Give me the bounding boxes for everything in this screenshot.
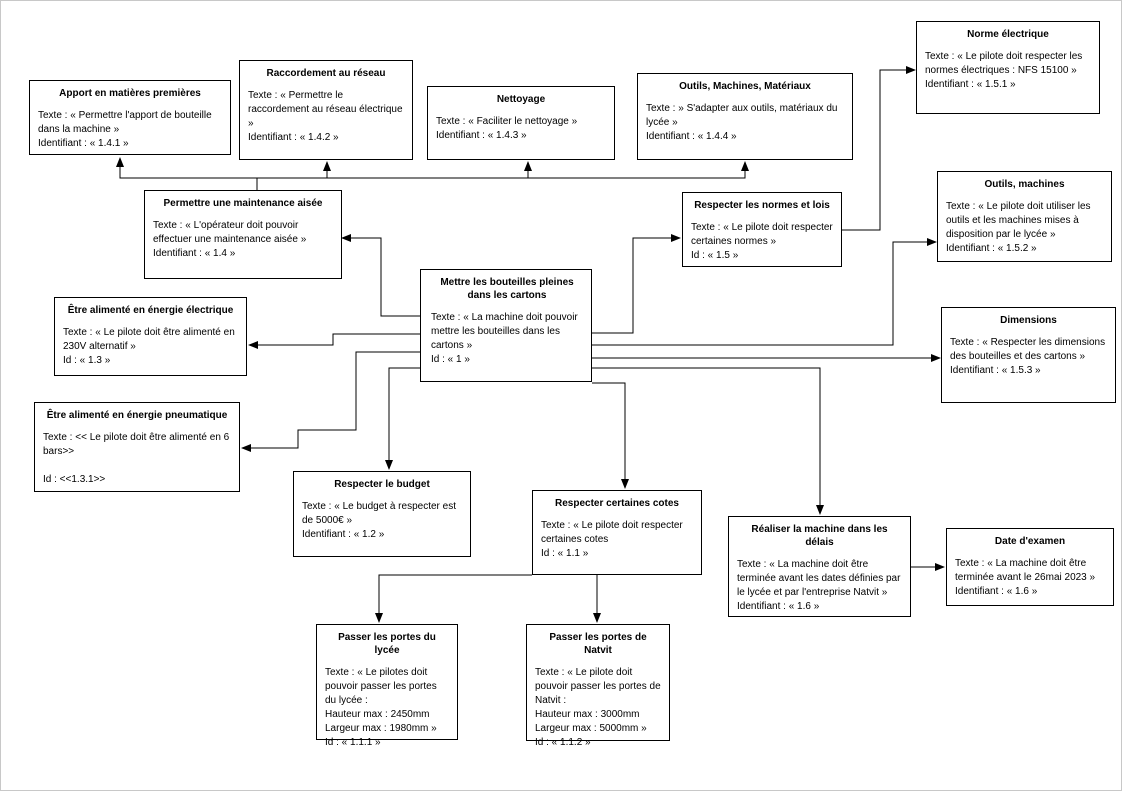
node-text-line: Texte : << Le pilote doit être alimenté …	[43, 432, 233, 457]
node-text-line: Id : « 1.1 »	[541, 548, 589, 559]
node-text-line: Texte : « Le pilote doit utiliser les ou…	[946, 201, 1094, 240]
edge-n1-n16-connector	[592, 367, 824, 515]
node-text-line: Id : « 1.1.1 »	[325, 737, 381, 748]
node-text-line: Identifiant : « 1.6 »	[737, 601, 820, 612]
node-title: Être alimenté en énergie pneumatique	[46, 410, 228, 421]
node-title: Respecter le budget	[334, 479, 430, 490]
node-text-line: Texte : « Permettre le raccordement au r…	[248, 90, 406, 129]
node-text-line: Identifiant : « 1.4.4 »	[646, 131, 737, 142]
edge-n1-n14-connector	[341, 234, 420, 317]
node-title: Passer les portes du lycée	[338, 632, 436, 656]
edge-n11-n111-connector	[375, 574, 532, 623]
node-title: Mettre les bouteilles pleines dans les c…	[440, 277, 574, 301]
node-text-line: Identifiant : « 1.4 »	[153, 248, 236, 259]
node-title: Respecter certaines cotes	[555, 498, 679, 509]
node-title: Outils, Machines, Matériaux	[679, 81, 811, 92]
node-text-line: Identifiant : « 1.4.3 »	[436, 130, 527, 141]
node-text-line: Id : « 1.1.2 »	[535, 737, 591, 748]
node-title: Date d'examen	[994, 536, 1066, 547]
node-text-line: Texte : « Le pilote doit respecter certa…	[691, 222, 836, 247]
node-text-line: Identifiant : « 1.2 »	[302, 529, 385, 540]
node-text-line: Texte : « Le pilote doit pouvoir passer …	[535, 667, 664, 706]
node-text-line: Texte : » S'adapter aux outils, matériau…	[646, 103, 841, 128]
edge-n1-n11-connector	[592, 382, 629, 489]
edge-n14-n144-connector	[528, 161, 749, 179]
edge-n14-n142-connector	[257, 161, 331, 179]
node-text-line: Hauteur max : 2450mm	[325, 709, 430, 720]
node-text-line: Identifiant : « 1.5.2 »	[946, 243, 1037, 254]
node-text-line: Id : « 1.3 »	[63, 355, 111, 366]
node-requirement-1: Mettre les bouteilles pleines dans les c…	[420, 269, 592, 382]
edge-n1-n13-connector	[248, 333, 420, 349]
edge-n14-n141-connector	[116, 157, 258, 190]
node-text-line: Texte : « L'opérateur doit pouvoir effec…	[153, 220, 307, 245]
node-text-line: Hauteur max : 3000mm	[535, 709, 640, 720]
node-title: Réaliser la machine dans les délais	[751, 524, 888, 548]
node-text-line: Identifiant : « 1.5.3 »	[950, 365, 1041, 376]
node-text-line: Texte : « Faciliter le nettoyage »	[436, 116, 578, 127]
node-text-line: Texte : « Le pilotes doit pouvoir passer…	[325, 667, 440, 706]
node-title: Outils, machines	[984, 179, 1065, 190]
node-title: Passer les portes de Natvit	[549, 632, 647, 656]
node-text-line: Texte : « Le pilote doit être alimenté e…	[63, 327, 238, 352]
node-title: Apport en matières premières	[59, 88, 201, 99]
node-title: Respecter les normes et lois	[694, 200, 830, 211]
node-text-line: Id : « 1.5 »	[691, 250, 739, 261]
node-title: Permettre une maintenance aisée	[163, 198, 323, 209]
node-title: Raccordement au réseau	[266, 68, 386, 79]
node-text-line: Id : <<1.3.1>>	[43, 474, 106, 485]
edge-n14-n143-connector	[327, 161, 532, 179]
edge-n1-n152-connector	[592, 238, 937, 346]
edge-n1-n12-connector	[385, 367, 420, 470]
node-text-line: Identifiant : « 1.6 »	[955, 586, 1038, 597]
node-text-line: Texte : « Le budget à respecter est de 5…	[302, 501, 459, 526]
node-text-line: Identifiant : « 1.4.1 »	[38, 138, 129, 149]
node-text-line: Largeur max : 5000mm »	[535, 723, 647, 734]
node-text-line: Texte : « Le pilote doit respecter les n…	[925, 51, 1086, 76]
edge-n1-n15-connector	[592, 234, 681, 334]
node-title: Être alimenté en énergie électrique	[67, 305, 234, 316]
node-text-line: Texte : « La machine doit pouvoir mettre…	[431, 312, 581, 351]
node-text-line: Identifiant : « 1.5.1 »	[925, 79, 1016, 90]
node-text-line: Texte : « La machine doit être terminée …	[737, 559, 904, 598]
node-text-line: Texte : « La machine doit être terminée …	[955, 558, 1096, 583]
node-title: Dimensions	[1000, 315, 1057, 326]
node-text-line: Texte : « Respecter les dimensions des b…	[950, 337, 1108, 362]
node-text-line	[43, 459, 231, 473]
node-text-line: Id : « 1 »	[431, 354, 470, 365]
node-text-line: Largeur max : 1980mm »	[325, 723, 437, 734]
node-title: Norme électrique	[967, 29, 1049, 40]
edge-n15-n151-connector	[842, 66, 916, 231]
edge-n1-n131-connector	[241, 351, 420, 452]
node-title: Nettoyage	[496, 94, 546, 105]
node-text-line: Identifiant : « 1.4.2 »	[248, 132, 339, 143]
node-text-line: Texte : « Permettre l'apport de bouteill…	[38, 110, 215, 135]
node-text-line: Texte : « Le pilote doit respecter certa…	[541, 520, 686, 545]
